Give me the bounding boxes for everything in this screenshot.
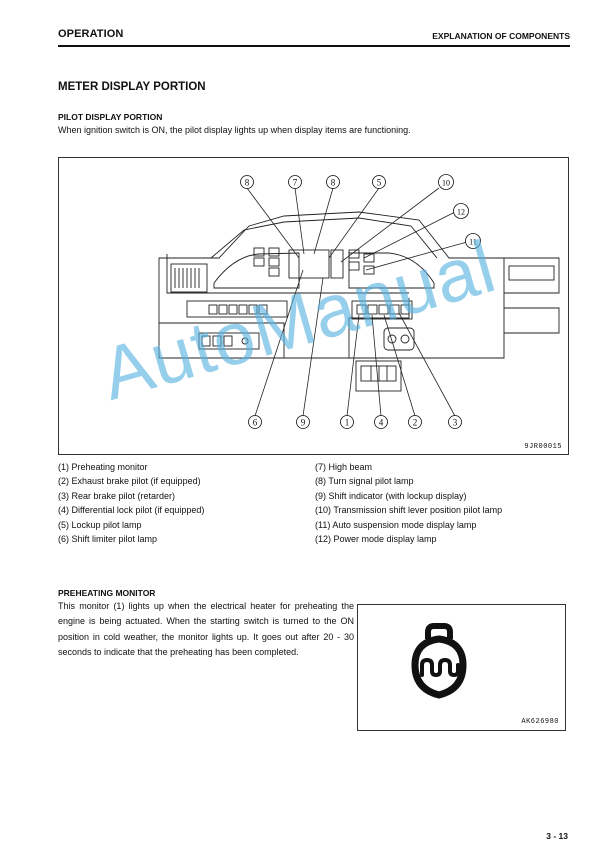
header-section: OPERATION: [58, 28, 124, 40]
preheating-icon-figure: AK626980: [357, 604, 566, 731]
legend-item: (2) Exhaust brake pilot (if equipped): [58, 476, 201, 487]
legend-item: (7) High beam: [315, 462, 373, 472]
legend-item: (10) Transmission shift lever position p…: [315, 505, 503, 516]
preheating-text: This monitor (1) lights up when the elec…: [58, 601, 354, 658]
legend-item: (1) Preheating monitor: [58, 462, 148, 472]
pilot-display-heading: PILOT DISPLAY PORTION: [58, 112, 163, 122]
legend-item: (9) Shift indicator (with lockup display…: [315, 490, 467, 501]
section-title: METER DISPLAY PORTION: [58, 81, 206, 93]
page-header: OPERATION EXPLANATION OF COMPONENTS: [58, 28, 570, 47]
dashboard-drawing: [158, 187, 560, 417]
legend-right: (7) High beam (8) Turn signal pilot lamp…: [315, 460, 502, 546]
header-chapter: EXPLANATION OF COMPONENTS: [432, 31, 570, 41]
legend-item: (6) Shift limiter pilot lamp: [58, 534, 158, 545]
pilot-display-intro: When ignition switch is ON, the pilot di…: [58, 125, 411, 135]
figure-code: 9JR00015: [524, 443, 562, 451]
preheating-coil-icon: [411, 623, 467, 699]
preheating-heading: PREHEATING MONITOR: [58, 588, 156, 598]
legend-left: (1) Preheating monitor (2) Exhaust brake…: [58, 460, 204, 546]
legend-item: (5) Lockup pilot lamp: [58, 519, 142, 530]
legend-item: (12) Power mode display lamp: [315, 534, 437, 545]
legend-item: (8) Turn signal pilot lamp: [315, 476, 414, 487]
page-number: 3 - 13: [546, 831, 568, 841]
legend-item: (3) Rear brake pilot (retarder): [58, 490, 176, 501]
icon-code: AK626980: [521, 718, 559, 726]
legend-item: (11) Auto suspension mode display lamp: [315, 519, 477, 530]
legend-item: (4) Differential lock pilot (if equipped…: [58, 505, 205, 516]
